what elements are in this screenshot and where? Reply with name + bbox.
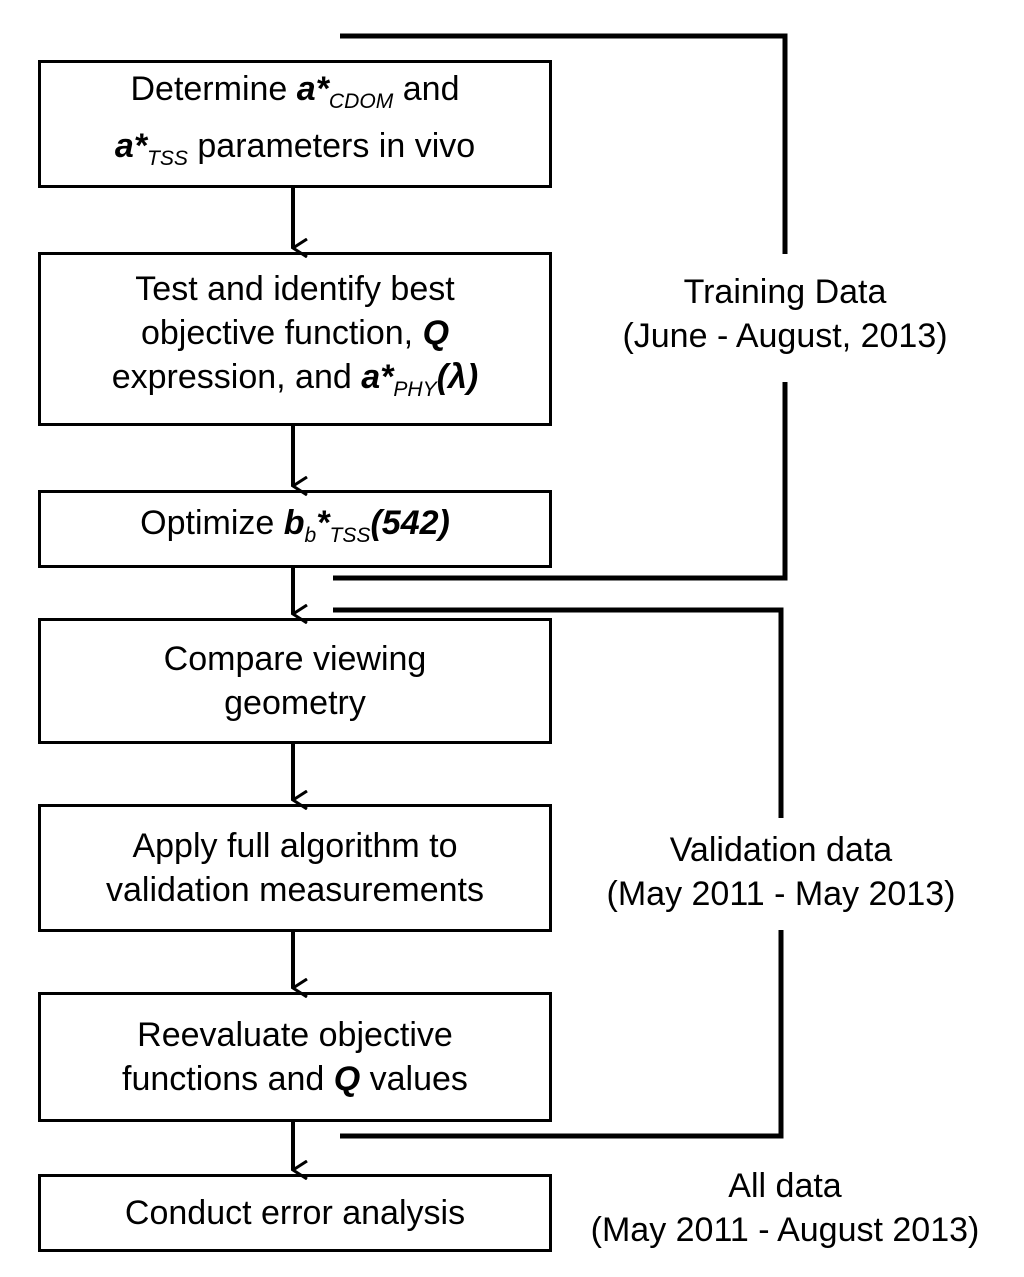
validation-data-label: Validation data (May 2011 - May 2013) — [606, 831, 956, 913]
validation-bracket-bottom — [340, 930, 784, 1139]
step-error-analysis: Conduct error analysis — [38, 1174, 552, 1252]
all-data-label: All data (May 2011 - August 2013) — [590, 1167, 980, 1249]
training-data-label: Training Data (June - August, 2013) — [622, 273, 948, 355]
step-determine-parameters: Determine a*CDOM and a*TSS parameters in… — [38, 60, 552, 188]
step-apply-algorithm: Apply full algorithm to validation measu… — [38, 804, 552, 932]
training-bracket-bottom — [333, 382, 788, 581]
step-test-objective-function: Test and identify best objective functio… — [38, 252, 552, 426]
step-optimize-bb: Optimize bb*TSS(542) — [38, 490, 552, 568]
step-reevaluate: Reevaluate objective functions and Q val… — [38, 992, 552, 1122]
validation-bracket-top — [333, 607, 784, 818]
step-compare-viewing-geometry: Compare viewing geometry — [38, 618, 552, 744]
training-bracket-top — [340, 33, 788, 254]
